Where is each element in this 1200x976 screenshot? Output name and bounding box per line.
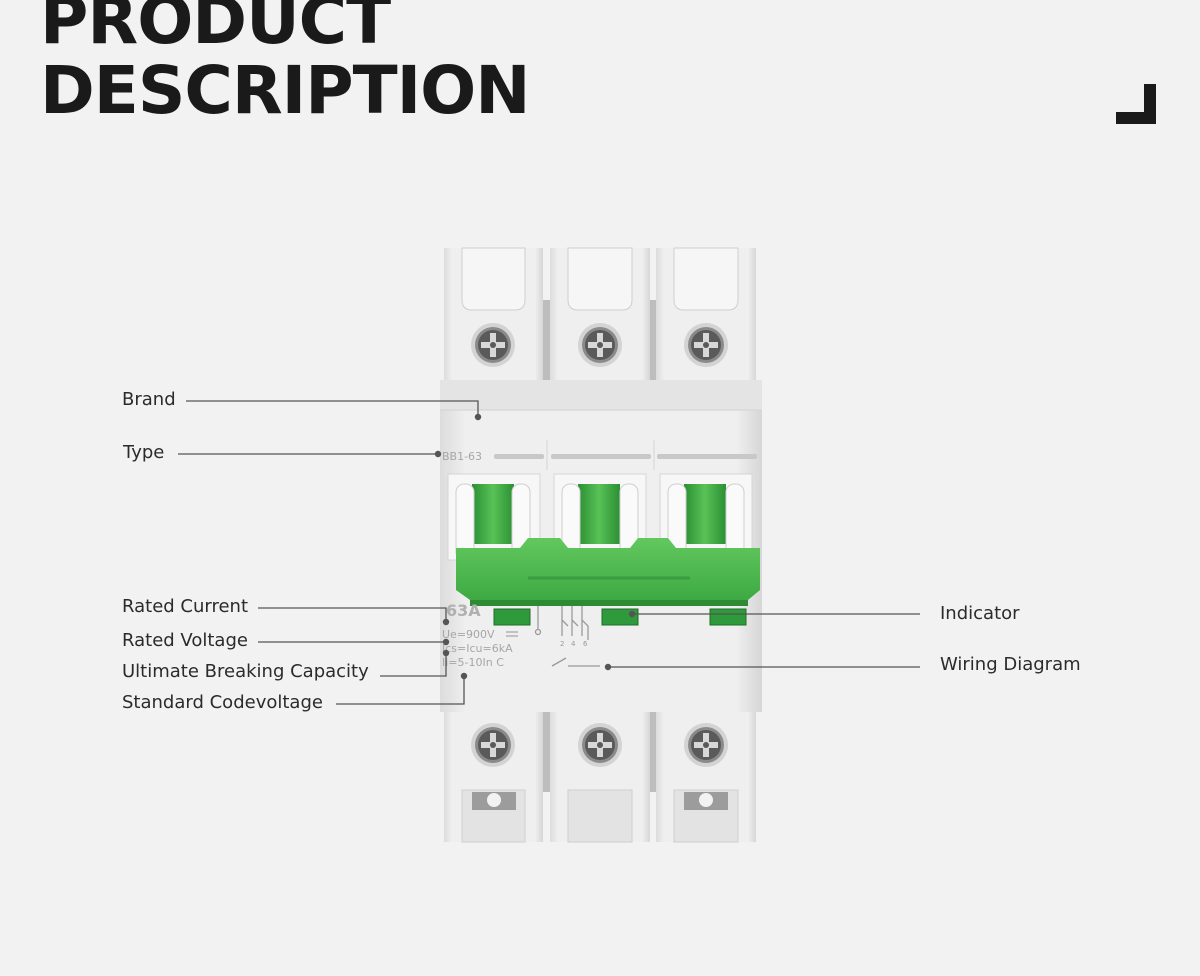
page-title: PRODUCT DESCRIPTION (40, 0, 531, 129)
bottom-terminals (444, 712, 756, 843)
callout-breaking-capacity: Ultimate Breaking Capacity (122, 661, 369, 682)
terminal-number-2: 4 (571, 640, 576, 648)
callout-rated-voltage: Rated Voltage (122, 630, 248, 651)
callout-rated-current: Rated Current (122, 596, 249, 617)
toggle-area (447, 473, 760, 606)
trip-marking: Ii=5-10In C (442, 656, 504, 669)
callout-wiring: Wiring Diagram (940, 654, 1081, 675)
page-title-line-1: PRODUCT (40, 0, 391, 59)
model-label: BB1-63 (442, 450, 482, 463)
callout-standard: Standard Codevoltage (122, 692, 323, 713)
corner-bracket-icon (1116, 84, 1156, 124)
callout-brand: Brand (122, 389, 176, 410)
callout-indicator: Indicator (940, 603, 1020, 624)
breaking-marking: Ics=Icu=6kA (442, 642, 513, 655)
leader-breaking-capacity (380, 653, 447, 677)
leader-brand (186, 400, 479, 417)
leader-rated-current (258, 607, 447, 622)
leader-standard (336, 676, 465, 705)
terminal-number-1: 2 (560, 640, 564, 648)
voltage-marking: Ue=900V (442, 628, 495, 641)
rated-current-marking: 63A (446, 601, 481, 620)
callout-type: Type (123, 442, 165, 463)
terminal-number-3: 6 (583, 640, 588, 648)
page-title-line-2: DESCRIPTION (40, 52, 531, 129)
top-terminals (444, 247, 756, 380)
